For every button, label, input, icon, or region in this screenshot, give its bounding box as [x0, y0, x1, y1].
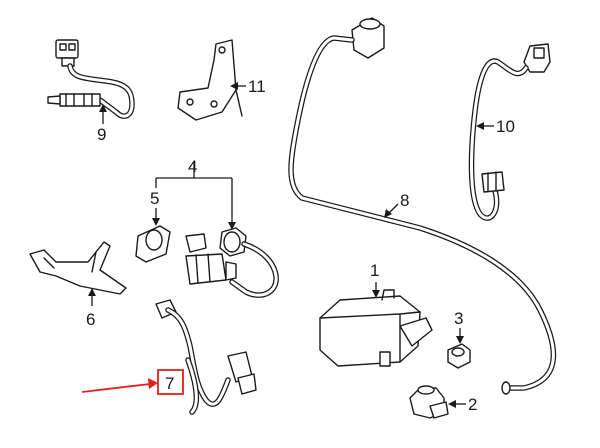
arrow-2 — [448, 400, 456, 408]
callout-3: 3 — [454, 309, 463, 328]
part-5-grommet — [135, 225, 171, 263]
arrow-11 — [230, 82, 238, 90]
part-11-bracket — [177, 39, 243, 121]
part-4-sensor-harness — [185, 227, 279, 298]
callout-6: 6 — [86, 310, 95, 329]
arrow-3 — [456, 336, 464, 344]
bracket-4 — [155, 162, 233, 226]
arrow-6 — [88, 288, 96, 296]
callout-9: 9 — [97, 125, 106, 144]
part-6-shield — [29, 241, 127, 295]
arrow-9 — [99, 104, 107, 112]
part-3-cap — [447, 343, 471, 369]
callout-1: 1 — [370, 261, 379, 280]
part-8-vapor-line — [288, 17, 557, 395]
pointer-arrowhead-7 — [148, 378, 158, 389]
part-7-hose-assembly — [155, 299, 257, 415]
arrow-5 — [152, 218, 160, 226]
arrow-1 — [372, 290, 380, 298]
part-2-valve — [409, 385, 449, 419]
pointer-arrow-7 — [81, 383, 151, 393]
callout-2: 2 — [468, 395, 477, 414]
part-10-oxygen-sensor — [468, 43, 551, 221]
callout-7: 7 — [165, 374, 174, 393]
callout-7-highlight-box — [157, 369, 184, 395]
arrow-4 — [228, 222, 236, 230]
callout-4: 4 — [188, 157, 197, 176]
callout-11: 11 — [248, 77, 266, 96]
part-9-oxygen-sensor — [47, 39, 135, 119]
callout-8: 8 — [400, 191, 409, 210]
part-1-canister — [319, 289, 433, 367]
callout-5: 5 — [150, 189, 159, 208]
callout-10: 10 — [496, 117, 515, 136]
arrow-8 — [384, 209, 392, 218]
arrow-10 — [476, 122, 484, 130]
